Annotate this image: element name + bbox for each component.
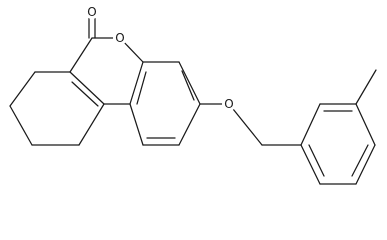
bond bbox=[355, 103, 376, 146]
bond bbox=[129, 103, 144, 146]
atom-background bbox=[113, 31, 127, 45]
atom-background bbox=[222, 97, 236, 111]
bond bbox=[178, 103, 201, 146]
bond bbox=[308, 144, 325, 177]
bond bbox=[300, 103, 321, 146]
chemical-structure-diagram: O O O bbox=[9, 5, 377, 185]
atom-labels: O O O bbox=[85, 5, 236, 111]
bond bbox=[129, 61, 144, 105]
bond bbox=[69, 71, 105, 105]
bond bbox=[71, 81, 99, 107]
bond bbox=[300, 144, 321, 185]
bond bbox=[9, 105, 33, 146]
cyclohexene-ring bbox=[9, 71, 105, 146]
bond bbox=[351, 144, 369, 177]
ether-linkage bbox=[199, 103, 302, 146]
atom-background bbox=[85, 5, 99, 19]
bond bbox=[136, 71, 147, 105]
bond bbox=[181, 70, 195, 101]
bond bbox=[355, 144, 376, 185]
bond bbox=[78, 103, 105, 146]
bond bbox=[9, 71, 36, 107]
bond bbox=[178, 61, 201, 105]
ether-oxygen-label: O bbox=[224, 97, 233, 111]
tolyl-ring bbox=[300, 69, 377, 185]
carbonyl-oxygen-label: O bbox=[87, 5, 96, 19]
bond bbox=[228, 103, 263, 146]
ring-oxygen-label: O bbox=[115, 31, 124, 45]
methyl-bond bbox=[355, 69, 377, 105]
benzo-ring bbox=[129, 61, 201, 146]
bond bbox=[69, 37, 93, 73]
